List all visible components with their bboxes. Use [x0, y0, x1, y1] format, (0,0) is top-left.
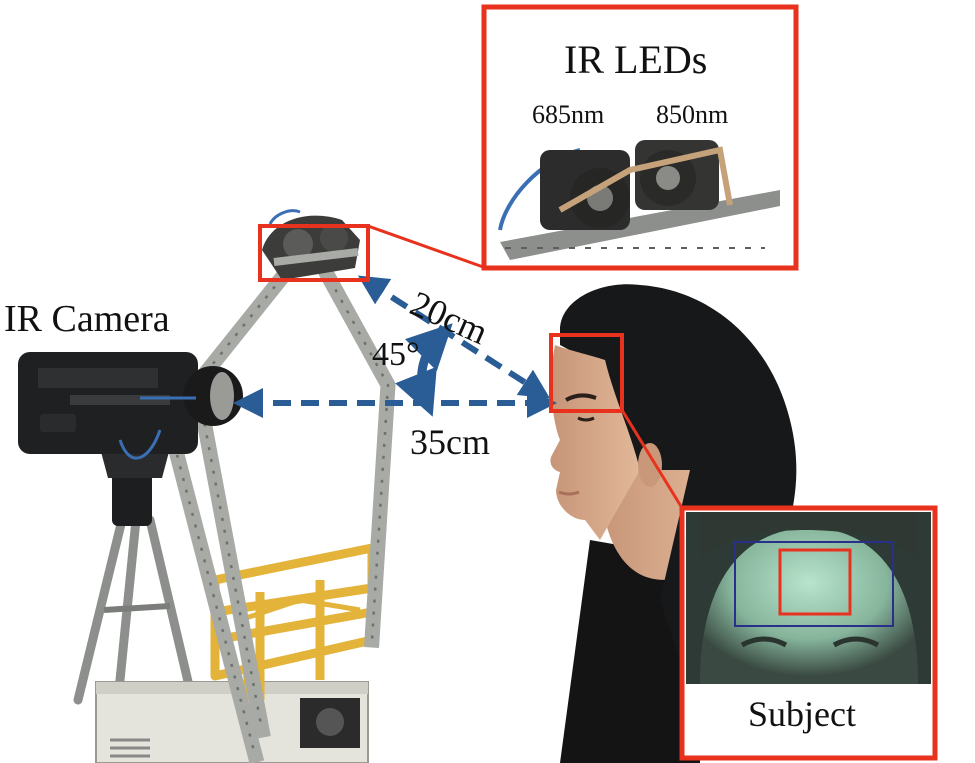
callout-connectors [367, 224, 684, 509]
tripod [73, 448, 195, 705]
forehead-highlight-box [549, 333, 624, 413]
led-highlight-box [258, 224, 370, 282]
wavelength-685-label: 685nm [532, 100, 605, 129]
wavelength-850-label: 850nm [656, 100, 729, 129]
camera-label: IR Camera [4, 298, 170, 340]
ir-leds-panel [481, 4, 799, 271]
distance-led-arrow [357, 275, 551, 399]
subject-label: Subject [748, 694, 856, 734]
camera-distance-label: 35cm [410, 422, 490, 462]
led-head [262, 209, 360, 280]
ir-camera [18, 352, 243, 460]
ir-leds-title: IR LEDs [564, 37, 708, 82]
angle-arc [395, 323, 453, 417]
roi-outer-box [734, 541, 894, 627]
measurement-arrows [233, 275, 557, 418]
subject-panel [679, 505, 938, 761]
roi-inner-box [778, 548, 852, 616]
angle-label: 45° [372, 336, 420, 373]
led-modules-photo [498, 140, 780, 260]
